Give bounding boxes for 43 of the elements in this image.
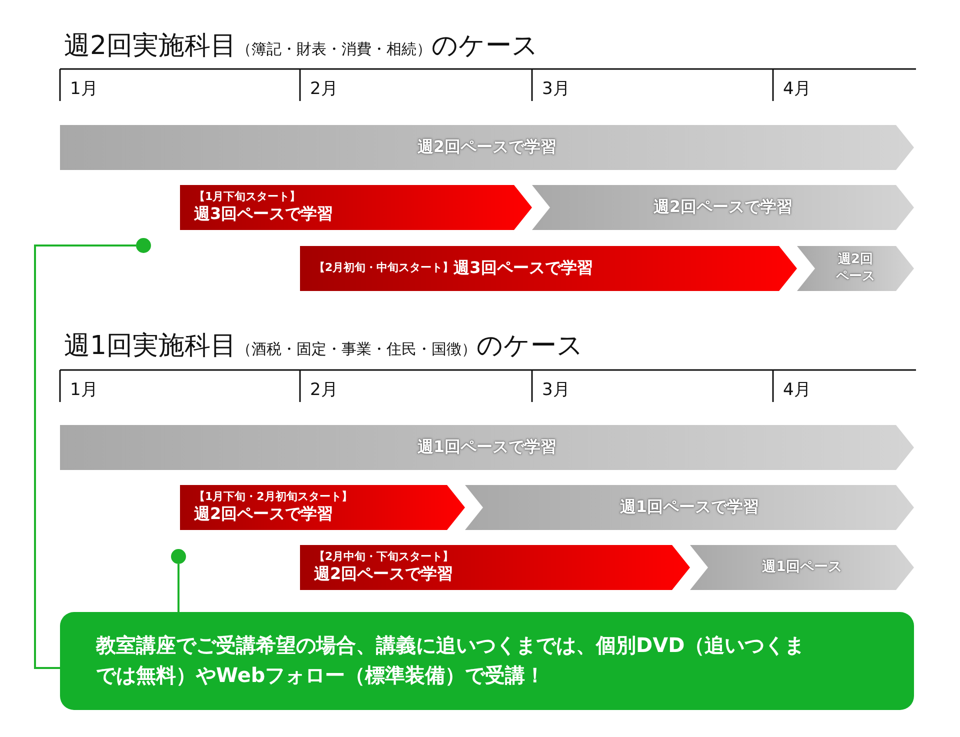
band-text: 週2回ペースで学習 [314, 564, 454, 586]
band-text: 週1回ペース [762, 558, 842, 577]
start-timing-text: 【1月下旬スタート】 [194, 190, 302, 204]
month-label: 3月 [542, 78, 570, 100]
section-heading: 週1回実施科目 [64, 330, 237, 363]
highlight-arrow-band [180, 185, 532, 230]
section-heading: 週2回実施科目 [64, 30, 237, 63]
schedule-arrow-band [532, 185, 914, 230]
band-text: 週2回ペースで学習 [653, 197, 793, 218]
month-label: 1月 [70, 78, 98, 100]
highlight-arrow-band [300, 545, 690, 590]
month-label: 3月 [542, 379, 570, 401]
section-heading: のケース [432, 30, 539, 63]
month-label: 1月 [70, 379, 98, 401]
band-text: 週1回ペースで学習 [620, 497, 760, 518]
section-heading: のケース [476, 330, 584, 363]
band-text: 週2回ペースで学習 [417, 137, 557, 158]
section-heading: （簿記・財表・消費・相続） [236, 40, 432, 59]
schedule-arrow-band [60, 425, 914, 470]
section-heading: （酒税・固定・事業・住民・国徴） [236, 340, 477, 359]
schedule-arrow-band [465, 485, 914, 530]
band-text: 週1回ペースで学習 [417, 437, 557, 458]
month-label: 2月 [310, 379, 338, 401]
schedule-arrow-band [797, 246, 914, 291]
start-timing-text: 【2月初旬・中旬スタート】 [314, 261, 454, 274]
band-text: 週2回ペースで学習 [194, 504, 334, 526]
band-text: 週3回ペースで学習 [454, 258, 593, 279]
month-label: 4月 [783, 379, 811, 401]
month-label: 2月 [310, 78, 338, 100]
band-text: 週3回ペースで学習 [194, 204, 334, 226]
band-text: 週2回ペース [836, 252, 876, 285]
start-timing-text: 【1月下旬・2月初旬スタート】 [194, 490, 354, 504]
start-timing-text: 【2月中旬・下旬スタート】 [314, 550, 455, 564]
connector-dot [136, 238, 151, 253]
callout-text: 教室講座でご受講希望の場合、講義に追いつくまでは、個別DVD（追いつくまでは無料）やWebフォロー（標準装備）で受講！ [96, 632, 806, 689]
connector-line [34, 244, 136, 669]
callout-box [60, 612, 914, 710]
schedule-arrow-band [60, 125, 914, 170]
month-label: 4月 [783, 78, 811, 100]
connector-dot [171, 549, 186, 564]
highlight-arrow-band [180, 485, 465, 530]
connector-line [178, 564, 180, 612]
schedule-arrow-band [690, 545, 914, 590]
